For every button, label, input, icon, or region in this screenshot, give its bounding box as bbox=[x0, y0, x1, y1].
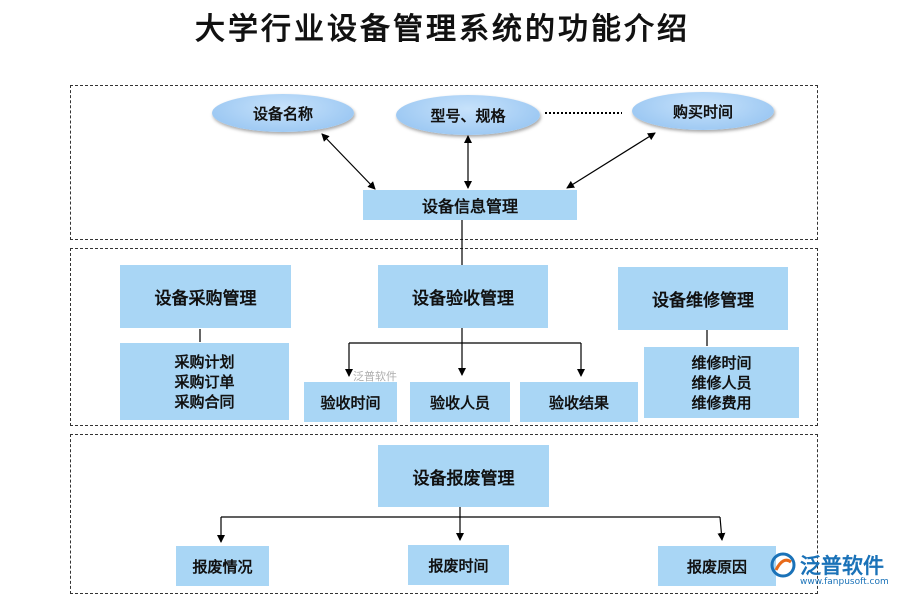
arrow-purchase-time bbox=[566, 132, 656, 189]
purchase-time-node: 购买时间 bbox=[632, 92, 774, 130]
maintenance-item: 维修人员 bbox=[691, 373, 752, 392]
device-name-node: 设备名称 bbox=[212, 94, 354, 132]
purchase-time-label: 购买时间 bbox=[672, 102, 733, 121]
logo-icon bbox=[770, 552, 796, 578]
maintenance-label: 设备维修管理 bbox=[652, 291, 754, 311]
section-scrap bbox=[70, 434, 818, 594]
model-spec-label: 型号、规格 bbox=[430, 106, 506, 125]
procurement-box: 设备采购管理 bbox=[120, 265, 291, 328]
procurement-items-box: 采购计划 采购订单 采购合同 bbox=[120, 343, 289, 420]
section-info bbox=[70, 85, 818, 240]
watermark-text: 泛普软件 bbox=[353, 370, 397, 383]
procurement-item: 采购计划 bbox=[174, 352, 235, 371]
procurement-item: 采购合同 bbox=[174, 392, 235, 411]
scrap-time-label: 报废时间 bbox=[428, 556, 489, 575]
procurement-label: 设备采购管理 bbox=[154, 289, 257, 309]
scrap-box: 设备报废管理 bbox=[378, 445, 549, 507]
accept-result-box: 验收结果 bbox=[520, 382, 638, 422]
device-name-label: 设备名称 bbox=[252, 104, 313, 123]
maintenance-items-box: 维修时间 维修人员 维修费用 bbox=[644, 347, 799, 418]
arrow-device-name bbox=[321, 133, 376, 190]
page-title: 大学行业设备管理系统的功能介绍 bbox=[195, 12, 690, 47]
scrap-reason-label: 报废原因 bbox=[686, 557, 747, 576]
procurement-item: 采购订单 bbox=[174, 372, 235, 391]
scrap-situation-label: 报废情况 bbox=[192, 557, 253, 576]
accept-result-label: 验收结果 bbox=[548, 393, 609, 412]
model-spec-node: 型号、规格 bbox=[396, 95, 540, 135]
maintenance-box: 设备维修管理 bbox=[618, 267, 788, 330]
company-logo: 泛普软件 bbox=[770, 550, 884, 580]
section-management bbox=[70, 248, 818, 426]
info-management-label: 设备信息管理 bbox=[421, 197, 518, 216]
scrap-reason-box: 报废原因 bbox=[658, 546, 776, 586]
maintenance-item: 维修费用 bbox=[691, 393, 752, 412]
logo-name: 泛普软件 bbox=[800, 554, 884, 578]
scrap-time-box: 报废时间 bbox=[408, 545, 509, 585]
accept-staff-box: 验收人员 bbox=[410, 382, 510, 422]
acceptance-box: 设备验收管理 bbox=[378, 265, 548, 328]
scrap-situation-box: 报废情况 bbox=[176, 546, 269, 586]
accept-time-label: 验收时间 bbox=[320, 393, 381, 412]
maintenance-item: 维修时间 bbox=[691, 353, 752, 372]
scrap-label: 设备报废管理 bbox=[412, 468, 515, 489]
info-management-box: 设备信息管理 bbox=[363, 190, 577, 220]
acceptance-label: 设备验收管理 bbox=[412, 289, 514, 309]
accept-time-box: 验收时间 bbox=[304, 382, 397, 422]
logo-url: www.fanpusoft.com bbox=[800, 577, 889, 587]
accept-staff-label: 验收人员 bbox=[429, 393, 490, 412]
arrow-scrap-reason bbox=[717, 516, 726, 541]
